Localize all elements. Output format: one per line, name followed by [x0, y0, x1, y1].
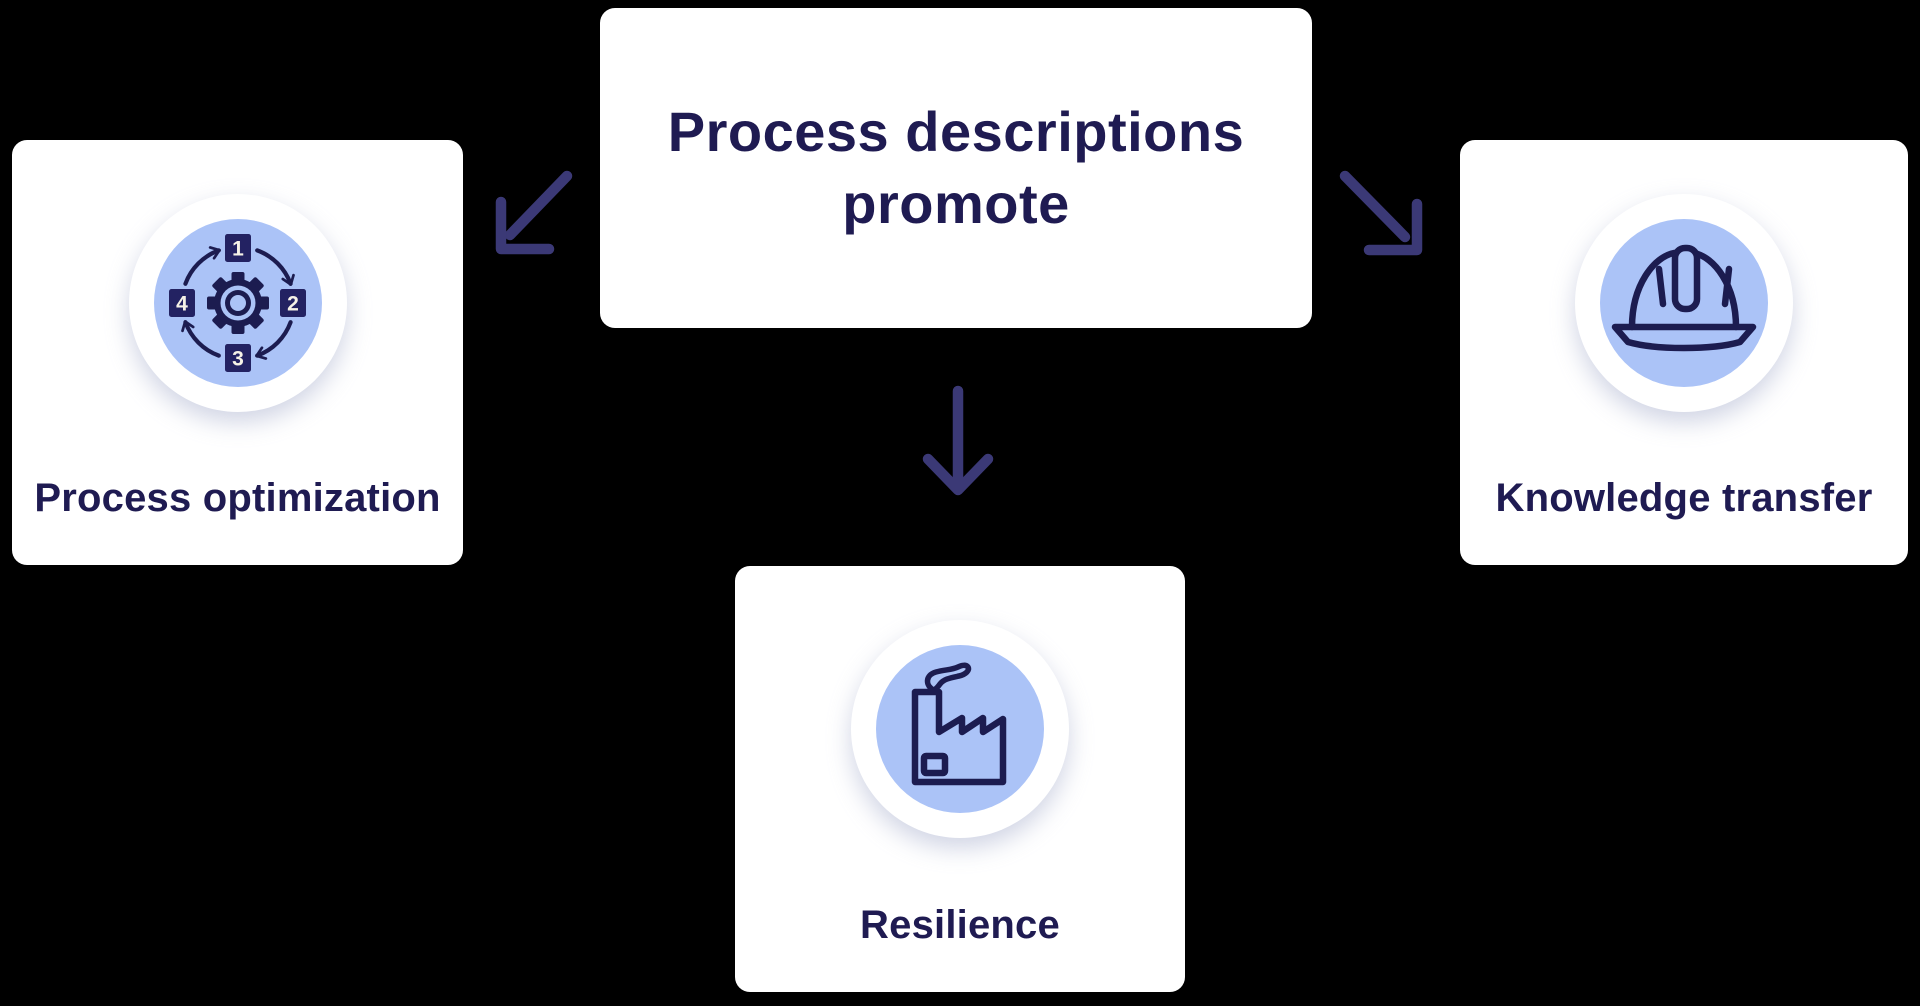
icon-circle — [876, 645, 1044, 813]
hard-hat-icon — [1611, 244, 1757, 352]
cycle-arc — [254, 248, 295, 286]
step-badge-3: 3 — [232, 348, 244, 371]
icon-circle — [1600, 219, 1768, 387]
icon-ring — [851, 620, 1069, 838]
step-badge-4: 4 — [176, 293, 188, 316]
card-process-optimization: 1 2 3 4 Process optimization — [12, 140, 463, 565]
center-card: Process descriptions promote — [600, 8, 1312, 328]
cycle-arc — [254, 320, 293, 360]
card-resilience: Resilience — [735, 566, 1185, 992]
card-label-process-optimization: Process optimization — [34, 476, 441, 520]
cycle-step-badges: 1 2 3 4 — [168, 234, 306, 372]
cycle-arc — [182, 246, 221, 286]
step-badge-1: 1 — [232, 238, 244, 261]
diagram-title: Process descriptions promote — [667, 100, 1245, 235]
arrow-down-icon — [922, 385, 994, 496]
icon-ring: 1 2 3 4 — [128, 194, 347, 412]
process-cycle-icon: 1 2 3 4 — [168, 234, 306, 372]
gear-icon — [206, 272, 269, 334]
card-label-knowledge-transfer: Knowledge transfer — [1495, 476, 1873, 520]
factory-icon — [911, 662, 1007, 786]
arrow-down-right-icon — [1339, 170, 1423, 256]
cycle-arc — [180, 320, 221, 358]
icon-circle: 1 2 3 4 — [153, 219, 322, 387]
icon-ring — [1575, 194, 1793, 412]
arrow-down-left-icon — [495, 170, 573, 255]
card-knowledge-transfer: Knowledge transfer — [1460, 140, 1908, 565]
step-badge-2: 2 — [287, 293, 299, 316]
card-label-resilience: Resilience — [860, 903, 1060, 947]
